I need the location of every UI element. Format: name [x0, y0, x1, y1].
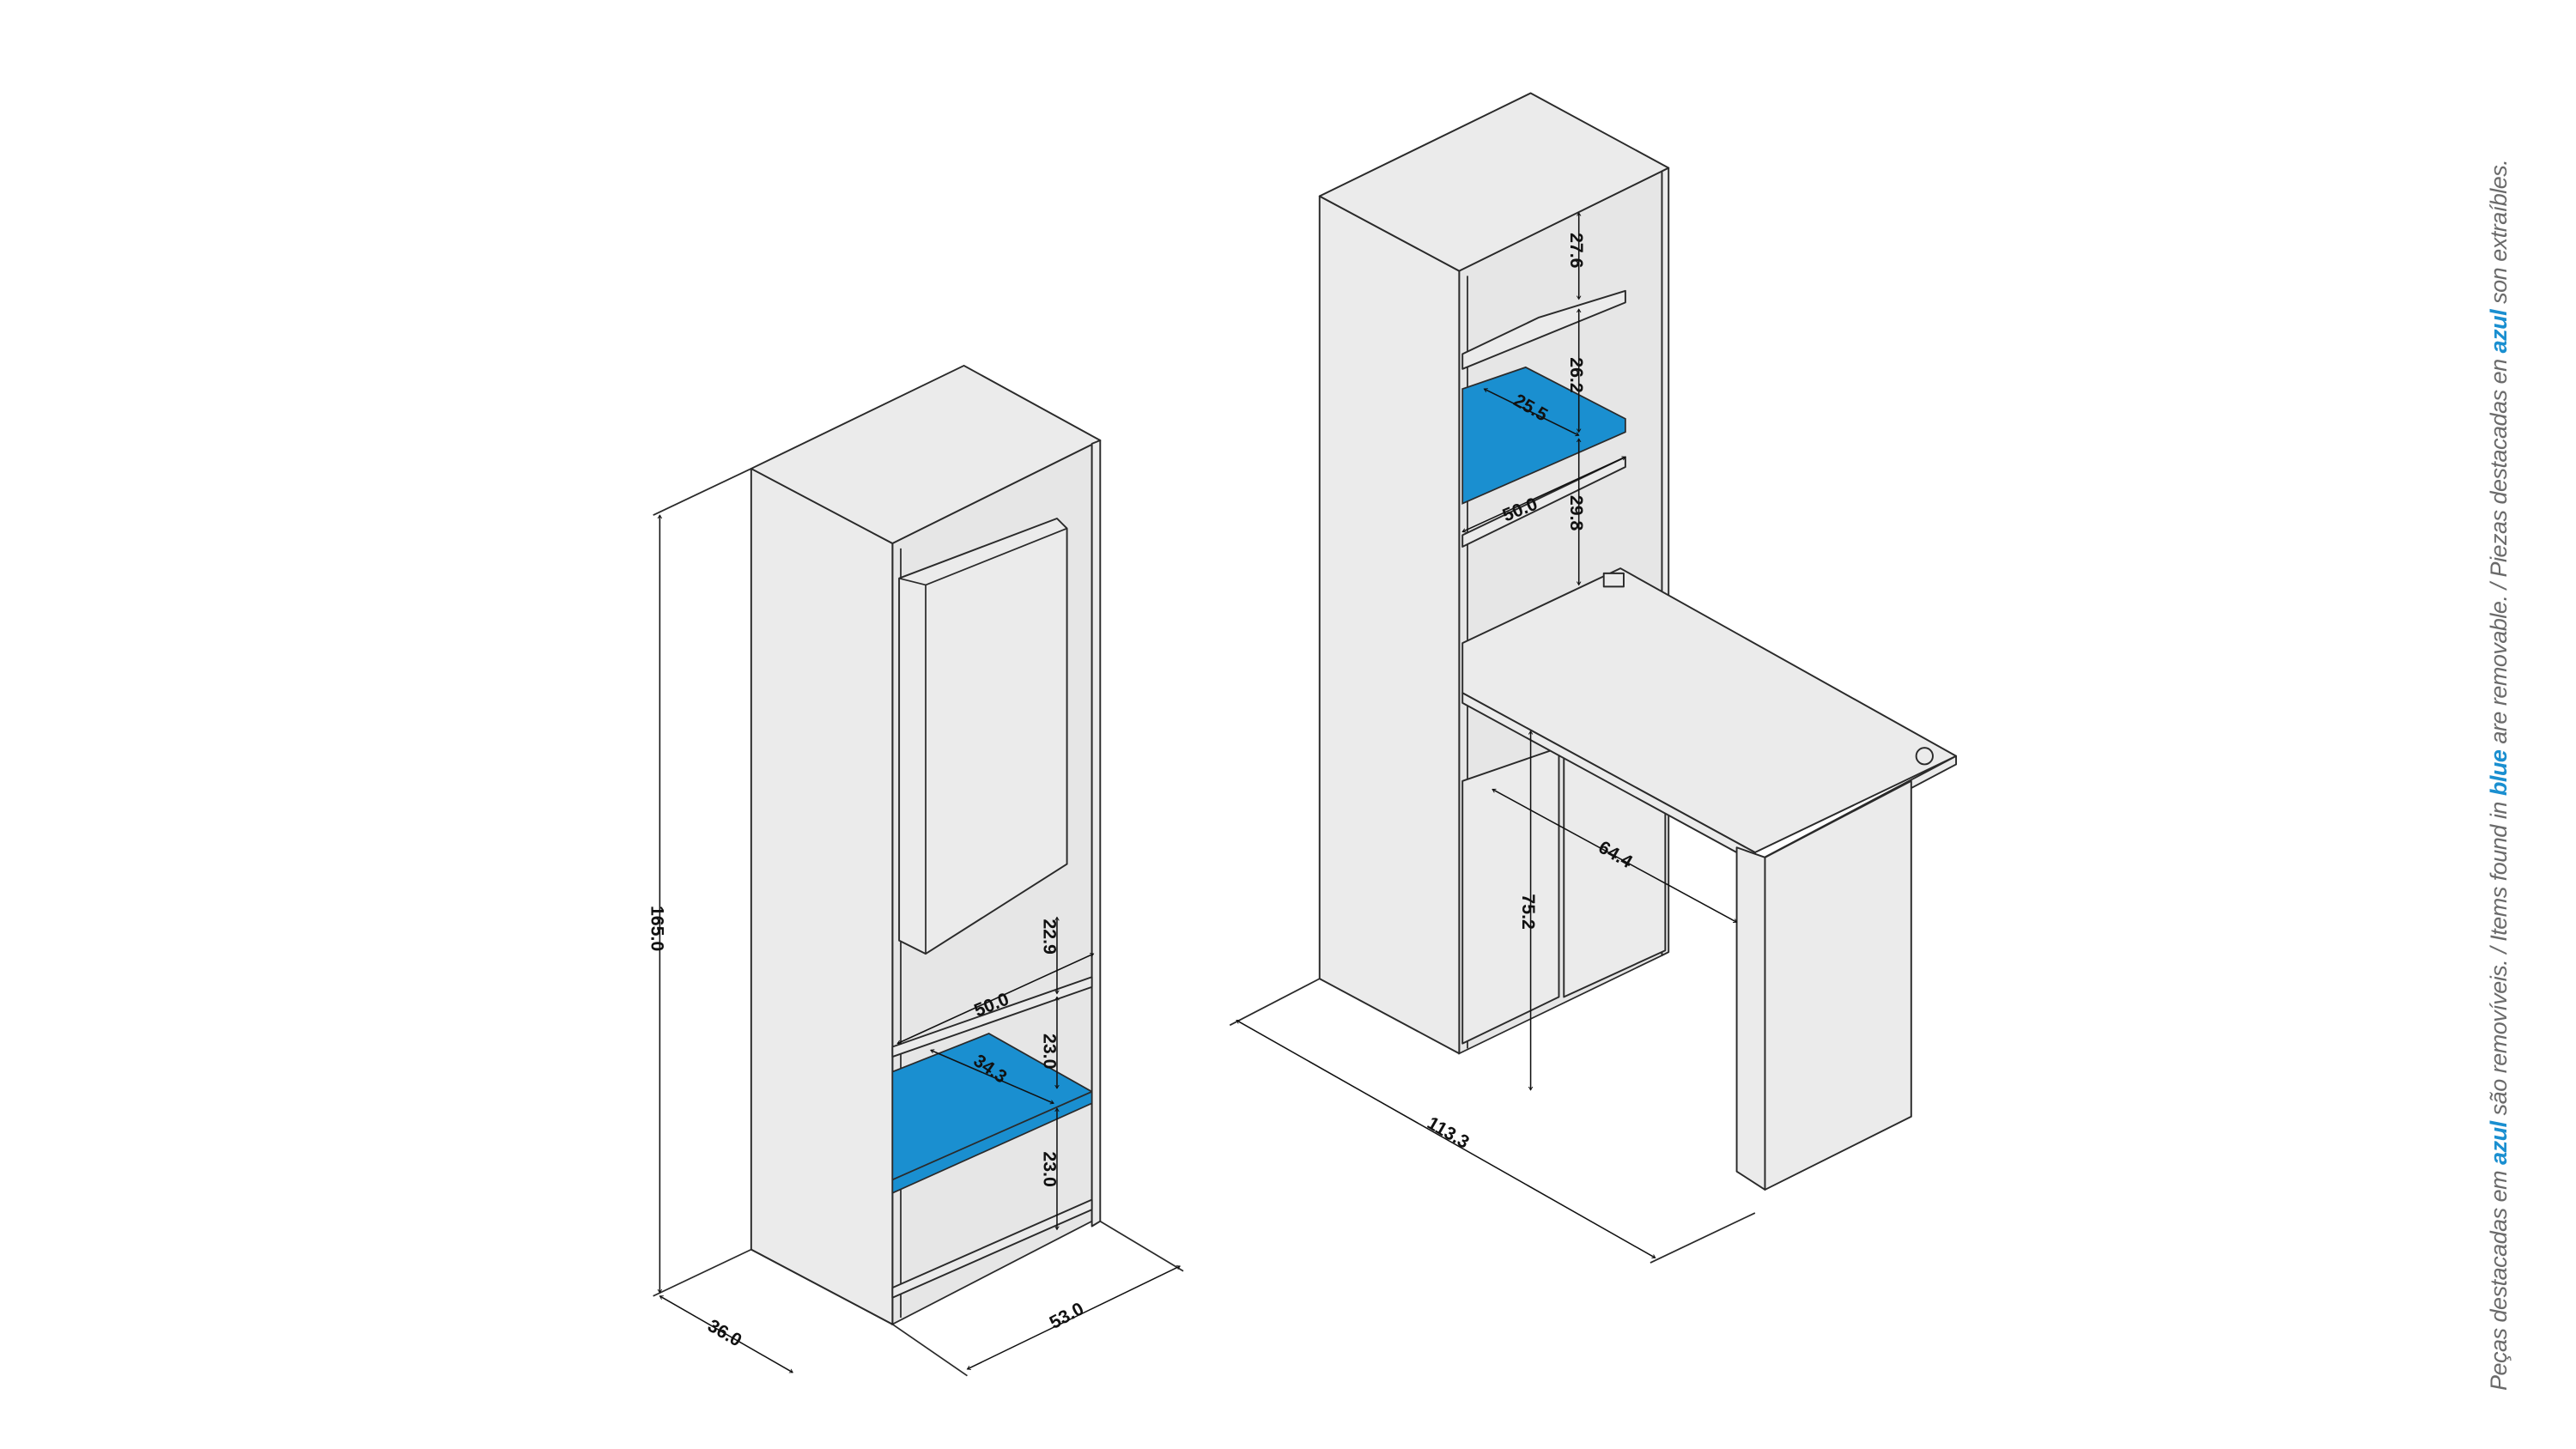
hinge-bracket	[1602, 572, 1625, 588]
note-en-highlight: blue	[2486, 749, 2512, 797]
right-cabinet-desk	[1318, 92, 1958, 1191]
note-es-highlight: azul	[2486, 309, 2512, 354]
shelf-top	[1461, 289, 1626, 370]
note-end: son extraíbles.	[2486, 159, 2512, 310]
lower-door-left	[1461, 747, 1560, 1045]
note-pt: Peças destacadas em	[2486, 1164, 2512, 1391]
dim-gap-1: 27.6	[1566, 233, 1587, 269]
left-dimensions: 165.0 36.0 53.0 50.0 22.9 23.0 34.3 23.0	[647, 468, 1184, 1377]
right-side-panel	[1318, 195, 1461, 1055]
dim-gap-2: 26.2	[1566, 357, 1587, 392]
note-es: are removable. / Piezas destacadas en	[2486, 353, 2512, 750]
bottom-shelf	[891, 1198, 1093, 1299]
note-pt-highlight: azul	[2486, 1121, 2512, 1165]
dim-width: 53.0	[1046, 1298, 1087, 1333]
dim-depth: 36.0	[704, 1315, 745, 1350]
note-en: são removíveis. / Items found in	[2486, 796, 2512, 1122]
left-side-panel	[750, 467, 894, 1325]
desk-leg	[1735, 846, 1766, 1191]
lock-knob	[1915, 747, 1934, 766]
removable-parts-note: Peças destacadas em azul são removíveis.…	[2486, 160, 2512, 1391]
dim-height: 165.0	[647, 906, 668, 951]
hanging-panel	[898, 518, 1068, 955]
dim-total-length: 113.3	[1424, 1113, 1473, 1153]
dim-gap-bottom: 23.0	[1039, 1151, 1060, 1186]
dim-desk-height: 75.2	[1518, 894, 1539, 929]
dim-gap-mid: 23.0	[1039, 1034, 1060, 1069]
desk-top	[1461, 567, 1958, 853]
dim-gap-top: 22.9	[1039, 919, 1060, 955]
dim-gap-3: 29.8	[1566, 495, 1587, 531]
